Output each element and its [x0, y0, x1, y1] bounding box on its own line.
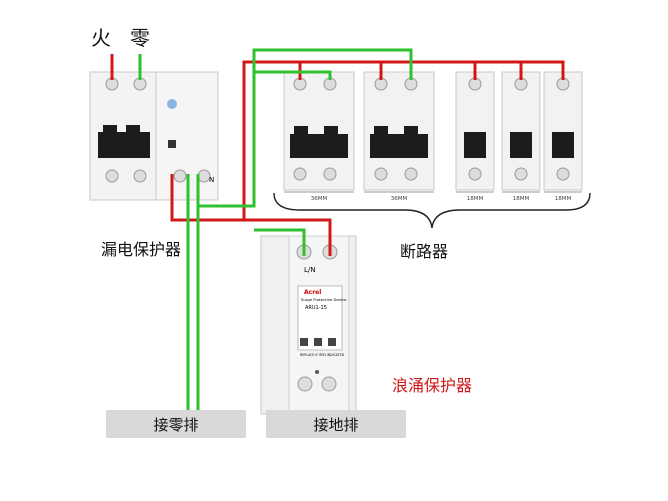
spd-bottom-note: REPLACE IF RED INDICATED: [300, 353, 345, 357]
spd-brand: Acrel: [304, 289, 321, 296]
breaker-width-label: 18MM: [513, 196, 530, 202]
circuit-breaker-label: 断路器: [400, 242, 449, 261]
test-button: [167, 99, 177, 109]
surge-protector-device: L/N Acrel Surge Protective Device ARU1-1…: [260, 235, 357, 415]
zero-label: 零: [130, 26, 150, 50]
surge-protector-label: 浪涌保护器: [392, 376, 473, 395]
live-wires: [110, 54, 565, 256]
breaker-width-label: 36MM: [311, 196, 328, 202]
ground-bar-label: 接地排: [266, 410, 406, 438]
neutral-wires: [138, 48, 413, 436]
rcd-n-mark: N: [209, 176, 214, 184]
spd-terminal-label: L/N: [304, 266, 316, 274]
fire-label: 火: [91, 26, 111, 50]
leakage-protector-label: 漏电保护器: [101, 240, 182, 259]
neutral-bar-label: 接零排: [106, 410, 246, 438]
breaker-width-label: 18MM: [555, 196, 572, 202]
breaker-bracket: [273, 192, 591, 229]
spd-description: Surge Protective Device: [301, 297, 347, 302]
breaker-width-label: 18MM: [467, 196, 484, 202]
spd-model: ARU1-15: [305, 305, 327, 311]
breaker-width-label: 36MM: [391, 196, 408, 202]
circuit-breaker-group: [283, 71, 583, 191]
